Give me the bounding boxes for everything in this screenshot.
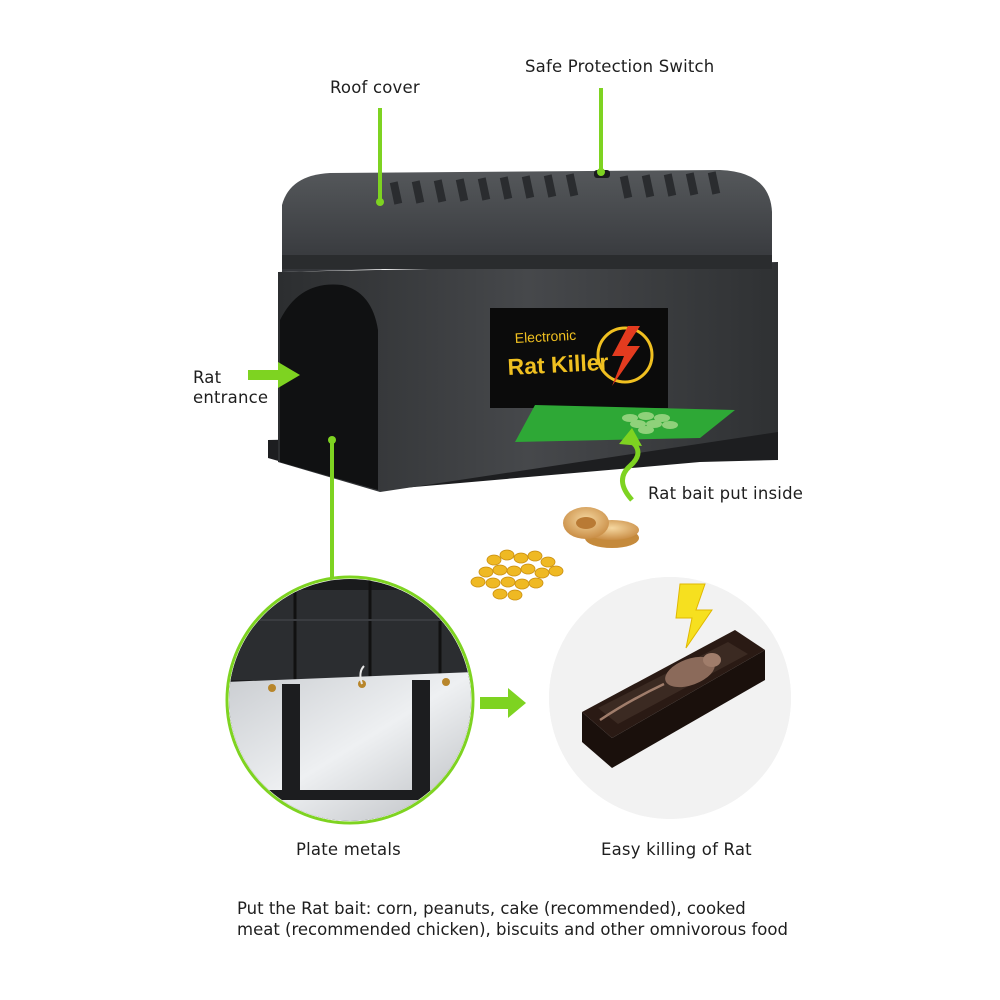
rat-entrance-label-line1: Rat (193, 368, 222, 387)
roof-cover-label: Roof cover (330, 78, 420, 97)
lightning-bolt-icon (675, 583, 713, 649)
easy-killing-detail (549, 577, 791, 819)
device-label-ratkiller: Rat Killer (507, 349, 609, 380)
transition-arrow-icon (480, 688, 526, 718)
device-label-panel (490, 308, 668, 408)
bait-instructions-line1: Put the Rat bait: corn, peanuts, cake (r… (237, 899, 746, 918)
rat-entrance-opening (280, 284, 378, 490)
device-label-electronic: Electronic (514, 327, 576, 346)
roof-band (282, 255, 772, 269)
rat-figure (665, 656, 715, 688)
bait-squiggle-arrow-icon (620, 438, 641, 502)
entrance-arrow-icon (248, 362, 300, 388)
safe-switch-label: Safe Protection Switch (525, 57, 715, 76)
bait-arrow-head-icon (619, 428, 642, 446)
corn-bait (470, 549, 564, 601)
rat-killer-device: Electronic Rat Killer (268, 170, 778, 492)
rat-entrance-label-line2: entrance (193, 388, 269, 407)
bait-pellets (622, 412, 678, 434)
easy-killing-label: Easy killing of Rat (601, 840, 752, 859)
bait-pad (515, 405, 735, 442)
plate-metals-detail (225, 575, 475, 825)
bait-instructions-line2: meat (recommended chicken), biscuits and… (237, 920, 788, 939)
callout-lines (328, 88, 605, 582)
lightning-logo (596, 326, 654, 386)
rat-bait-label: Rat bait put inside (648, 484, 804, 503)
cookie-bait (563, 507, 639, 548)
plate-metals-label: Plate metals (296, 840, 401, 859)
roof-vents (389, 171, 721, 205)
bait-instructions: Put the Rat bait: corn, peanuts, cake (r… (237, 898, 797, 940)
